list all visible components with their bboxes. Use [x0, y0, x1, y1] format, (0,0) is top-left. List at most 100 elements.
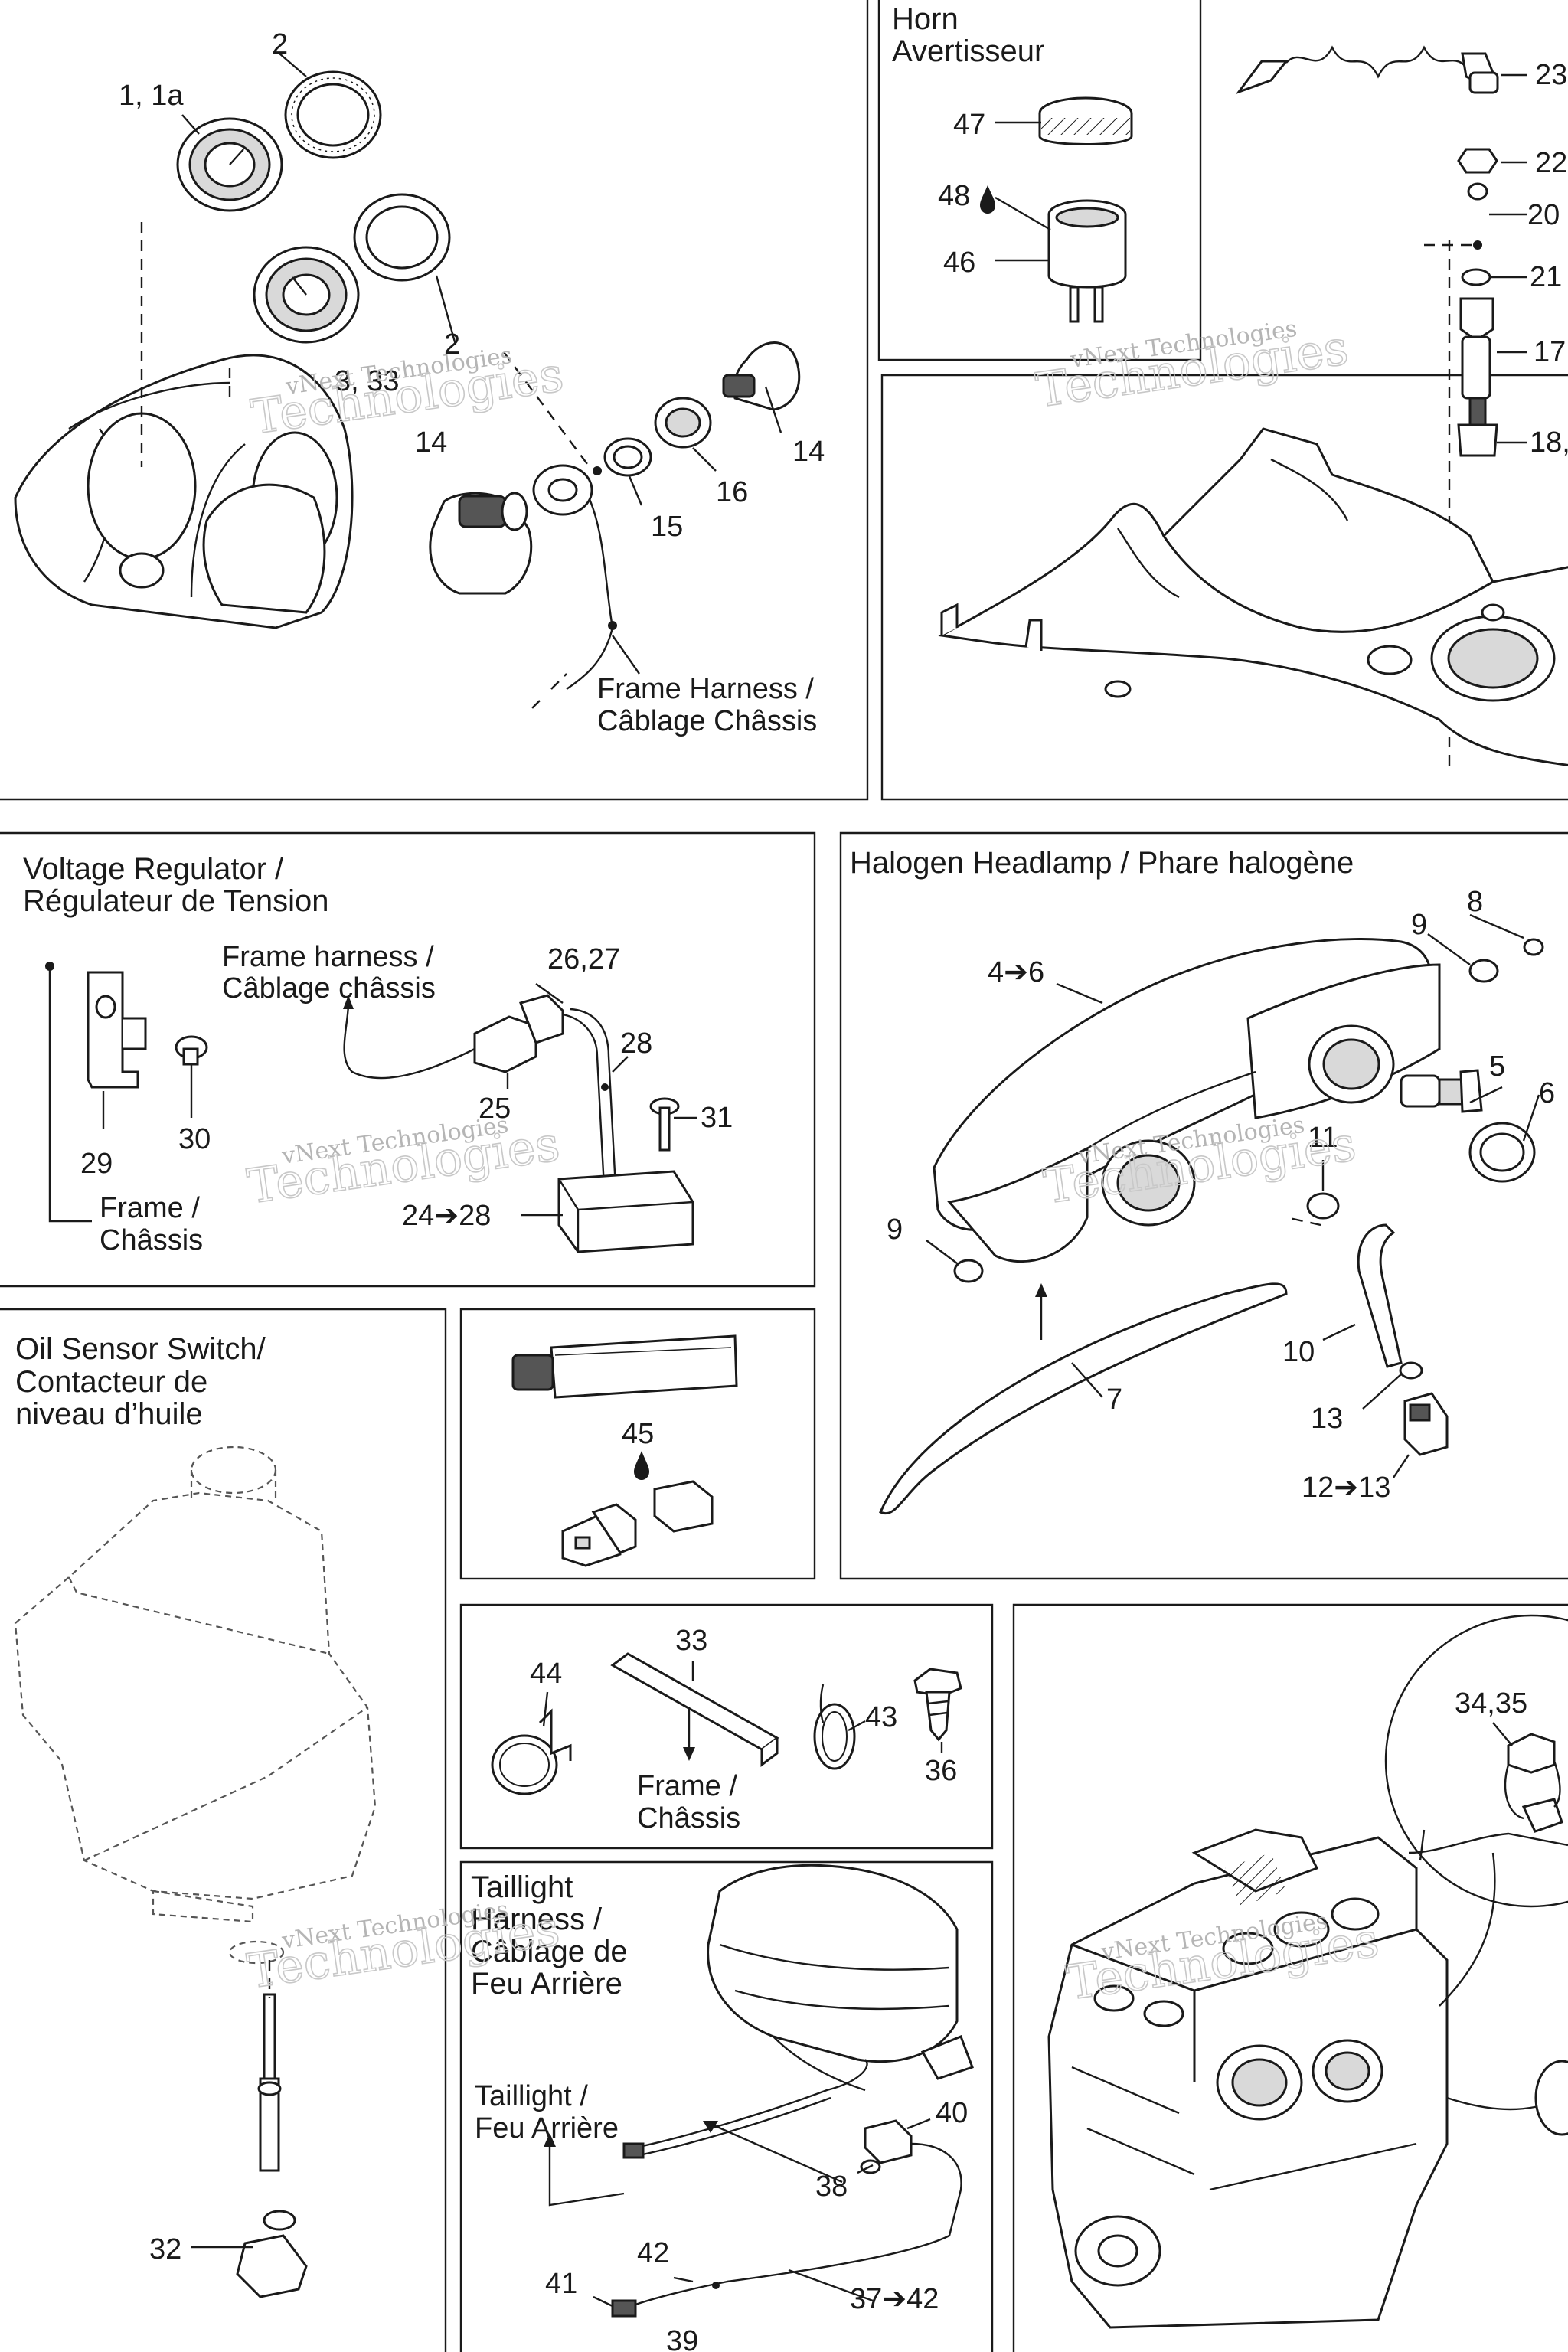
horn-panel: Horn Avertisseur 47 48 46	[892, 2, 1133, 323]
cap-icon	[654, 397, 712, 449]
callout-20: 20	[1527, 199, 1560, 231]
detail-circle	[1384, 1614, 1568, 1908]
callout-33: 33	[675, 1625, 707, 1657]
wiring-loom-icon	[1439, 1852, 1568, 2136]
callout-36: 36	[925, 1755, 957, 1787]
oil-title: Oil Sensor Switch/	[15, 1332, 266, 1366]
callout-17: 17	[1534, 336, 1566, 368]
oil-panel: Oil Sensor Switch/ Contacteur de niveau …	[14, 1332, 377, 2298]
taillight-panel: Taillight Harness / Câblage de Feu Arriè…	[471, 1864, 974, 2352]
taillight-harness-icon	[611, 2059, 962, 2318]
clamp-icon	[491, 1708, 572, 1795]
callout-11: 11	[1308, 1122, 1338, 1154]
voltage-title-fr: Régulateur de Tension	[23, 884, 329, 918]
horn-icon	[1047, 199, 1127, 323]
gauge-bezel-lower	[202, 483, 326, 614]
callout-2b: 2	[444, 328, 460, 361]
horn-ring-icon	[1038, 96, 1133, 145]
callout-1: 1, 1a	[119, 80, 184, 112]
retaining-ring-icon	[1468, 1122, 1536, 1183]
callout-14: 14	[415, 426, 447, 459]
horn-title-fr: Avertisseur	[892, 34, 1044, 68]
engine-icon	[1047, 1828, 1449, 2329]
frame-label-fr: Châssis	[637, 1802, 740, 1834]
frame-label-fr: Châssis	[100, 1224, 203, 1256]
grease-panel: 45	[511, 1334, 738, 1567]
callout-44: 44	[530, 1658, 562, 1690]
callout-45: 45	[622, 1418, 654, 1450]
connector-pair-icon	[561, 1480, 714, 1567]
callout-39: 39	[666, 2325, 698, 2352]
callout-8: 8	[1467, 886, 1483, 918]
ignition-switch-icon	[429, 492, 533, 595]
cable-tie-icon	[813, 1684, 856, 1770]
oil-tank-icon	[14, 1446, 377, 1965]
engine-panel: 34,35	[1047, 1614, 1568, 2329]
connector-icon	[473, 994, 618, 1203]
oil-sensor-icon	[236, 1993, 308, 2298]
screw-icon	[175, 1035, 208, 1066]
bolt-icon	[649, 1097, 680, 1152]
callout-6: 6	[1539, 1077, 1555, 1109]
callout-43: 43	[865, 1701, 897, 1733]
tachometer-icon	[253, 246, 360, 344]
taillight-label: Taillight /	[475, 2080, 588, 2112]
callout-34-35: 34,35	[1455, 1687, 1527, 1720]
headlamp-icon	[933, 938, 1441, 1263]
switch-plunger-icon	[1457, 297, 1498, 457]
lubricant-drop-icon	[634, 1451, 649, 1480]
bracket-icon	[87, 971, 147, 1089]
callout-14b: 14	[792, 436, 825, 468]
taillight-title: Taillight	[471, 1870, 573, 1904]
headlamp-title: Halogen Headlamp / Phare halogène	[850, 846, 1354, 880]
nut-icon	[593, 437, 652, 477]
taillight-title-2: Harness /	[471, 1903, 603, 1936]
callout-10: 10	[1282, 1336, 1315, 1368]
callout-46: 46	[943, 247, 975, 279]
speedometer-icon	[176, 117, 283, 212]
nut-icon	[1457, 148, 1498, 286]
lubricant-drop-icon	[980, 185, 995, 214]
frame-label: Frame /	[637, 1770, 737, 1802]
voltage-title: Voltage Regulator /	[23, 852, 284, 886]
callout-18: 18,	[1530, 426, 1568, 459]
callout-4-6: 4➔6	[988, 956, 1044, 988]
callout-30: 30	[178, 1123, 211, 1155]
callout-26-27: 26,27	[547, 943, 620, 975]
tether-cord-icon	[532, 464, 617, 690]
bezel-ring-icon	[353, 193, 451, 282]
frame-harness-label-fr: Câblage châssis	[222, 972, 436, 1004]
callout-25: 25	[479, 1093, 511, 1125]
horn-title: Horn	[892, 2, 959, 36]
callout-47: 47	[953, 109, 985, 141]
gauges-panel: 1, 1a 2 2 3, 33 14 14 15 16 Frame Harnes…	[14, 28, 825, 737]
taillight-title-3: Câblage de	[471, 1935, 628, 1968]
callout-32: 32	[149, 2233, 181, 2265]
headlamp-panel: Halogen Headlamp / Phare halogène	[850, 846, 1555, 1515]
key-icon	[722, 341, 801, 411]
bezel-ring-icon	[284, 70, 382, 159]
callout-16: 16	[716, 476, 748, 508]
callout-41: 41	[545, 2268, 577, 2300]
oil-title-3: niveau d’huile	[15, 1397, 203, 1431]
regulator-icon	[557, 1170, 694, 1253]
edge-trim-icon	[610, 1652, 779, 1767]
rear-body-icon	[707, 1864, 974, 2092]
callout-9: 9	[1411, 909, 1427, 941]
callout-15: 15	[651, 511, 683, 543]
grommet-icon	[953, 938, 1544, 1283]
bar-panel: 23 22 20 21 17 18,	[938, 45, 1568, 766]
tether-coil-icon	[1235, 45, 1499, 95]
callout-2: 2	[272, 28, 288, 60]
callout-9b: 9	[887, 1214, 903, 1246]
callout-42: 42	[637, 2237, 669, 2269]
bulb-icon	[1400, 1069, 1483, 1113]
callout-28: 28	[620, 1027, 652, 1060]
frame-harness-label: Frame harness /	[222, 941, 434, 973]
callout-48: 48	[938, 180, 970, 212]
callout-7: 7	[1106, 1383, 1122, 1416]
callout-29: 29	[80, 1148, 113, 1180]
push-rivet-icon	[913, 1668, 962, 1742]
